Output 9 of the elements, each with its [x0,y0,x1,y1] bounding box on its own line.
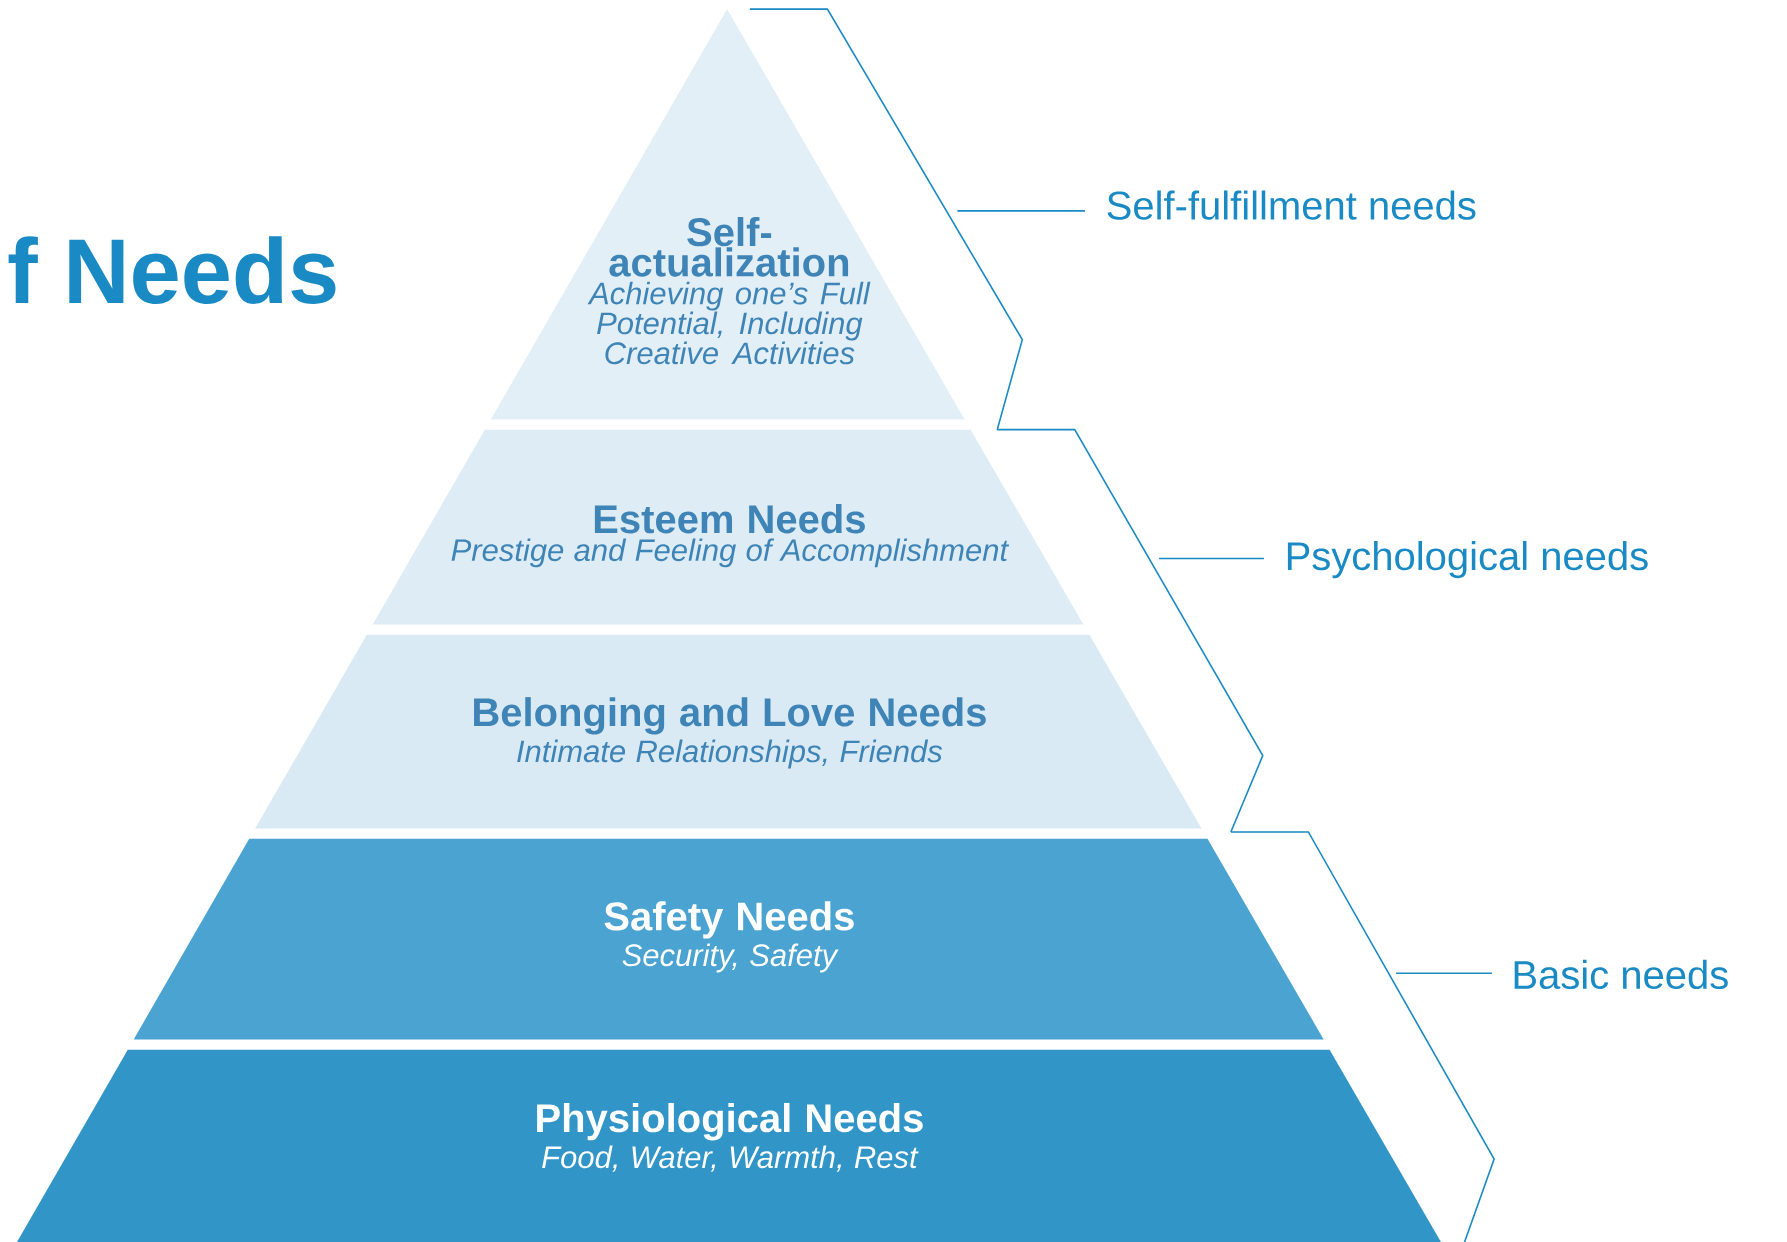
group-label: Basic needs [1514,959,1728,989]
pyramid-level: Esteem Needs Prestige and Feeling of Accomplishment [372,429,1084,625]
group-label: Psychological needs [1287,540,1648,579]
title: f Needs [8,236,336,304]
pyramid-level: Belonging and Love Needs Intimate Relationships, Friends [255,634,1202,829]
pyramid-level: Self-actualization Achieving one’s Full Potential, Including Creative Activities [490,9,965,420]
pyramid-level: Safety Needs Security, Safety [133,838,1324,1040]
pyramid-level: Physiological Needs Food, Water, Warmth, Rest [16,1049,1442,1242]
group-label: Self-fulfillment needs [1107,190,1476,220]
